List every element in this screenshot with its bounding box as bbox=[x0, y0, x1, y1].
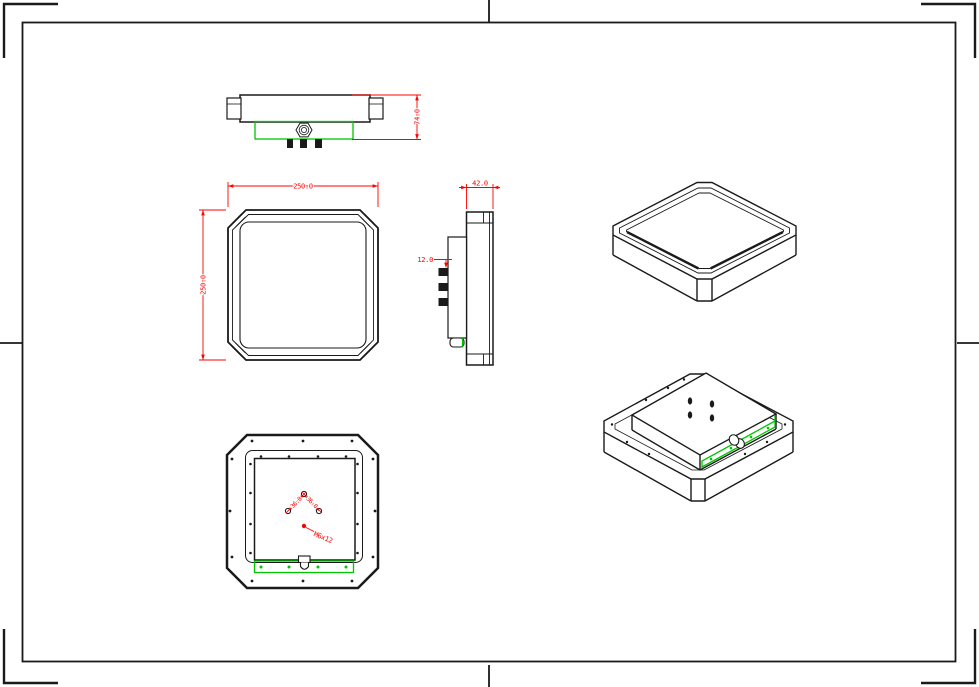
side-connector-tabs bbox=[438, 268, 448, 306]
view-front: 250.0 250.0 bbox=[198, 181, 379, 361]
left-corner-cap bbox=[226, 97, 242, 120]
view-iso-bottom bbox=[603, 372, 794, 502]
view-rear-elevation: 74.0 bbox=[226, 94, 422, 148]
dim-side-depth: 42.0 bbox=[459, 179, 500, 209]
side-mounting-plate bbox=[447, 236, 468, 339]
right-corner-cap bbox=[368, 97, 384, 120]
hex-nut-icon bbox=[295, 122, 313, 138]
iso-connector bbox=[728, 434, 745, 449]
corner-chamfer-ticks bbox=[231, 213, 375, 357]
dim-text-side-tab: 12.0 bbox=[417, 256, 433, 264]
panel-body bbox=[239, 94, 371, 123]
dim-text-front-width: 250.0 bbox=[293, 182, 313, 190]
dim-text-side-depth: 42.0 bbox=[472, 180, 488, 188]
dim-front-height: 250.0 bbox=[198, 209, 226, 361]
iso-top-walls bbox=[612, 235, 797, 302]
connector-tabs bbox=[287, 139, 322, 148]
side-panel-body bbox=[465, 211, 494, 366]
drawing-border bbox=[21, 21, 957, 663]
iso-bottom-walls bbox=[603, 432, 794, 502]
dim-rear-height: 74.0 bbox=[352, 94, 422, 140]
dim-text-front-height: 250.0 bbox=[199, 275, 207, 295]
view-iso-top bbox=[612, 181, 797, 302]
iso-back-enclosure-walls bbox=[631, 414, 777, 471]
outer-screw-holes bbox=[228, 439, 377, 583]
back-enclosure bbox=[253, 457, 356, 561]
plate-screws bbox=[259, 565, 348, 569]
dim-text-rear-height: 74.0 bbox=[413, 109, 421, 125]
bottom-connector bbox=[297, 555, 311, 570]
side-bottom-connector bbox=[449, 337, 465, 348]
view-bottom: 36.0 36.0 M6x12 bbox=[225, 433, 380, 590]
dim-side-tab: 12.0 bbox=[416, 255, 452, 268]
vent-holes bbox=[687, 397, 715, 422]
dim-front-width: 250.0 bbox=[227, 181, 379, 207]
iso-plate-highlight bbox=[701, 415, 776, 469]
view-side: 42.0 12.0 bbox=[416, 179, 500, 366]
radome-face bbox=[239, 221, 367, 349]
flange-screw-holes bbox=[249, 455, 359, 555]
